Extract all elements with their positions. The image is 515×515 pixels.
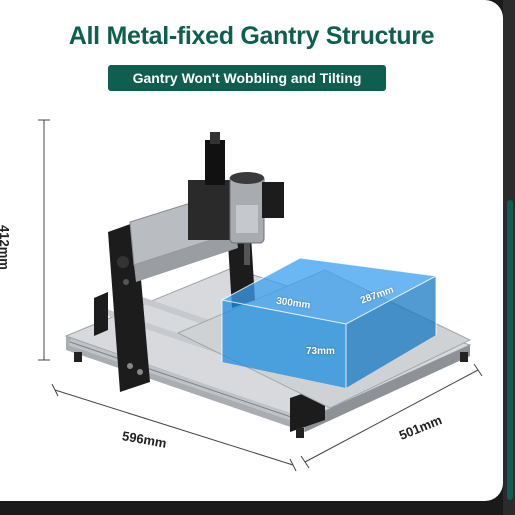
work-area-outline <box>220 257 438 388</box>
feature-badge: Gantry Won't Wobbling and Tilting <box>108 65 386 91</box>
width-dimension-line <box>300 363 483 469</box>
edge-accent-bar <box>507 200 513 500</box>
right-edge-strip <box>503 0 515 515</box>
headline: All Metal-fixed Gantry Structure <box>68 22 435 50</box>
depth-dimension-line <box>51 383 297 472</box>
height-label: 412mm <box>0 225 12 270</box>
work-area-z-label: 73mm <box>306 346 335 357</box>
work-area-volume <box>222 258 436 388</box>
height-dimension-line <box>38 119 50 361</box>
machine-feet <box>74 352 468 438</box>
cnc-machine-illustration <box>38 119 483 472</box>
product-card: All Metal-fixed Gantry Structure Gantry … <box>0 0 503 501</box>
spindle-assembly <box>188 132 284 265</box>
